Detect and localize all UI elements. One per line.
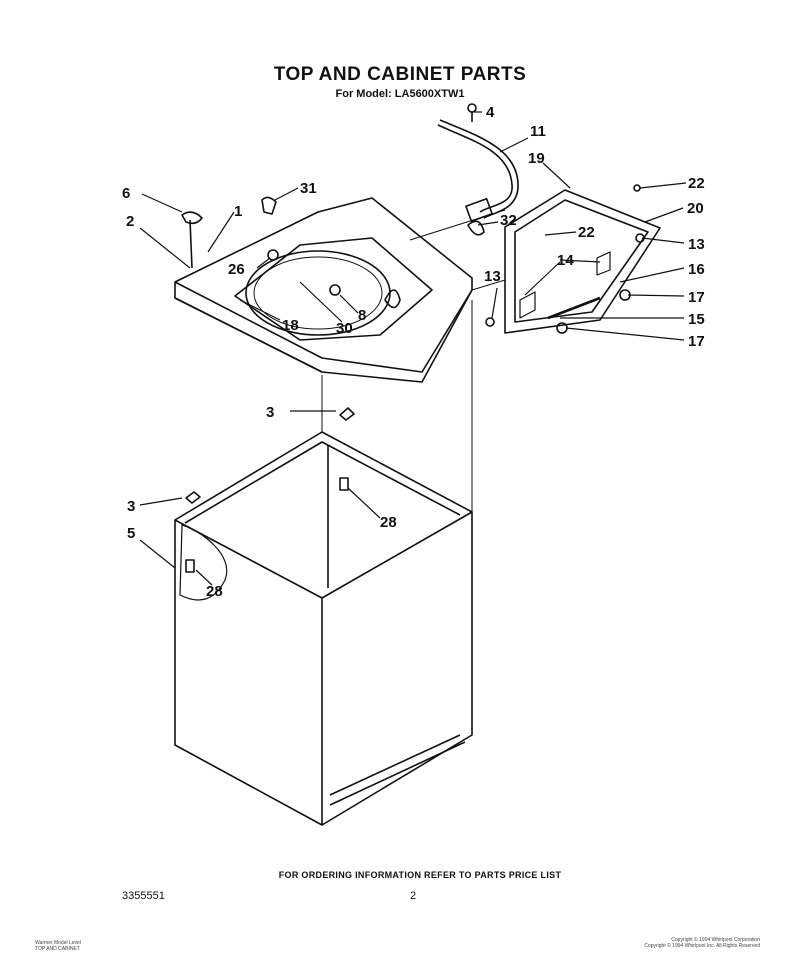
callout-30: 30 [336, 320, 353, 337]
callout-26: 26 [228, 261, 245, 278]
callout-22-lid: 22 [578, 224, 595, 241]
callout-20: 20 [687, 200, 704, 217]
copyright-line-2: Copyright © 1994 Whirlpool Inc. All Righ… [644, 943, 760, 949]
callout-19: 19 [528, 150, 545, 167]
model-subtitle: For Model: LA5600XTW1 [335, 88, 465, 100]
callout-17-lower: 17 [688, 333, 705, 350]
callout-31: 31 [300, 180, 317, 197]
ordering-note: FOR ORDERING INFORMATION REFER TO PARTS … [278, 870, 562, 880]
callout-3-lower: 3 [127, 498, 135, 515]
washer-lid [504, 189, 661, 334]
callout-labels: 4 11 19 22 20 13 16 17 15 17 6 31 32 1 2… [122, 104, 705, 600]
callout-17-upper: 17 [688, 289, 705, 306]
page-number: 2 [410, 890, 417, 902]
callout-8: 8 [358, 307, 366, 324]
callout-14: 14 [557, 252, 574, 269]
leader-lines [139, 111, 687, 586]
callout-15: 15 [688, 311, 705, 328]
fine-print-right: Copyright © 1994 Whirlpool Corporation C… [644, 937, 760, 949]
callout-32: 32 [500, 212, 517, 229]
fine-print-left-line-2: TOP AND CABINET [35, 946, 80, 952]
callout-1: 1 [234, 203, 242, 220]
callout-28-upper: 28 [380, 514, 397, 531]
callout-3-upper: 3 [266, 404, 274, 421]
page-title: TOP AND CABINET PARTS [273, 64, 527, 85]
callout-13-right: 13 [688, 236, 705, 253]
document-number: 3355551 [122, 890, 165, 902]
washer-cabinet [174, 407, 473, 826]
fine-print-left-line-1: Warmer Model Level [35, 940, 81, 946]
top-fasteners [181, 103, 645, 334]
callout-2: 2 [126, 213, 134, 230]
callout-6: 6 [122, 185, 130, 202]
callout-11: 11 [530, 123, 546, 140]
fine-print-left: Warmer Model Level TOP AND CABINET [35, 940, 81, 952]
washer-top-panel [174, 197, 473, 383]
alignment-lines [321, 209, 506, 512]
callout-5: 5 [127, 525, 135, 542]
callout-16: 16 [688, 261, 705, 278]
callout-22-right: 22 [688, 175, 705, 192]
callout-4: 4 [486, 104, 495, 121]
callout-28-lower: 28 [206, 583, 223, 600]
callout-18: 18 [282, 317, 299, 334]
copyright-line-1: Copyright © 1994 Whirlpool Corporation [671, 937, 760, 943]
callout-13-left: 13 [484, 268, 501, 285]
